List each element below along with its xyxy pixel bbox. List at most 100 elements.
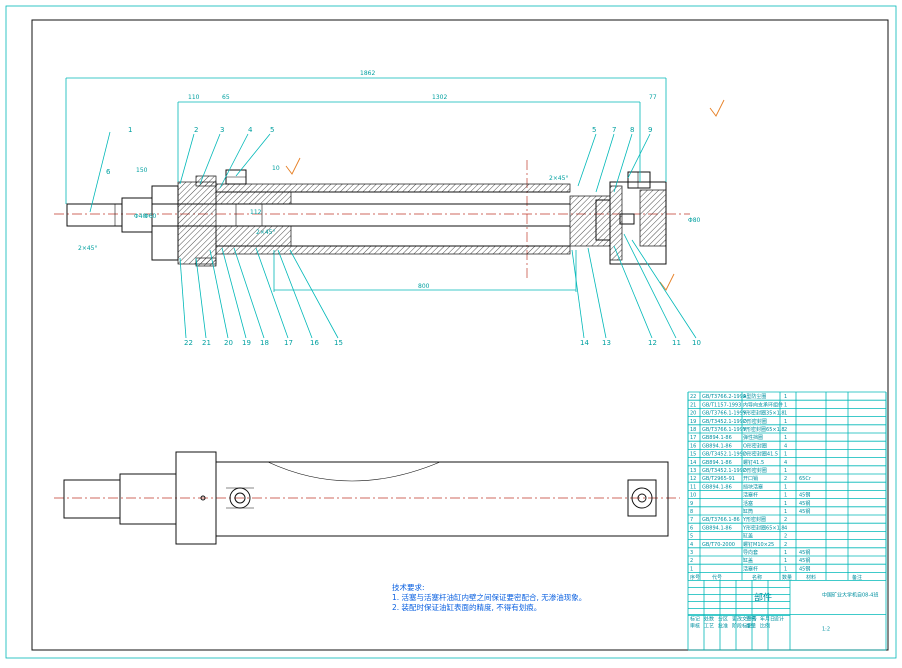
bom-row-no: 4: [690, 542, 693, 548]
bom-row-no: 18: [690, 427, 696, 433]
bom-row-code: GB/T3766.2-1999: [702, 394, 746, 400]
bom-row-name: 开口销: [743, 475, 758, 482]
bom-row-qty: 1: [784, 484, 787, 490]
bom-row-no: 21: [690, 402, 696, 408]
bom-row-code: GB894.1-86: [702, 460, 732, 466]
barrel-top-view: [215, 461, 669, 537]
chamfer-mid: 2×45°: [256, 229, 275, 236]
dim-overall: 1862: [360, 70, 375, 77]
outer-frame: [5, 5, 897, 659]
bom-row-qty: 1: [784, 452, 787, 458]
balloons-bottom: 22 21 20 19 18 17 16 15 14 13 12 11 10: [179, 233, 701, 347]
bom-row-no: 5: [690, 534, 693, 540]
bom-row-qty: 1: [784, 435, 787, 441]
balloon-16: 16: [310, 339, 319, 347]
bom-row-name: 缸盖: [743, 557, 753, 564]
bom-row-qty: 2: [784, 534, 787, 540]
title-block-cell: 阶段标记: [732, 622, 752, 629]
bom-row-name: 活塞: [743, 500, 753, 507]
bom-row-name: 内导向支承环组件: [743, 401, 783, 408]
bom-row-qty: 4: [784, 460, 787, 466]
dim-piston-length: 112: [250, 209, 262, 216]
bom-row-qty: 2: [784, 542, 787, 548]
bom-row-name: 螺钉M10×25: [743, 541, 774, 548]
balloon-11: 11: [672, 339, 681, 347]
bom-row-name: 活塞杆: [743, 492, 758, 499]
title-block-cell: 签名: [746, 615, 756, 622]
notes-title: 技术要求:: [392, 582, 425, 592]
bom-row-name: 挡块活塞: [743, 483, 763, 490]
balloon-14: 14: [580, 339, 589, 347]
balloon-10: 10: [692, 339, 701, 347]
bom-row-name: Y形密封圈65×1.8: [742, 426, 785, 433]
barrel-bottom-wall: [215, 245, 571, 255]
bom-row-name: 导向套: [743, 549, 758, 556]
bom-row-qty: 1: [784, 468, 787, 474]
bom-row-no: 20: [690, 411, 696, 417]
roughness-value: 10: [272, 165, 280, 172]
bom-row-no: 6: [690, 525, 693, 531]
balloon-15: 15: [334, 339, 343, 347]
bom-row-no: 11: [690, 484, 696, 490]
balloon-19: 19: [242, 339, 251, 347]
title-school: 中国矿业大学机自08-4班: [822, 591, 878, 598]
dim-side-b: Φ60: [144, 213, 157, 220]
inner-frame: [31, 19, 889, 651]
bom-row-material: 65Cr: [799, 476, 812, 482]
balloon-20: 20: [224, 339, 233, 347]
bom-row-no: 1: [690, 566, 693, 572]
notes-line-1: 1. 活塞与活塞杆油缸内壁之间保证要密配合, 无渗油现象。: [392, 592, 586, 602]
balloon-2: 2: [194, 126, 198, 134]
bom-header-cell: 名称: [752, 574, 762, 581]
bom-row-name: 螺钉41.5: [743, 459, 764, 466]
bom-row-qty: 2: [784, 427, 787, 433]
bom-row-qty: 1: [784, 419, 787, 425]
bom-row-no: 22: [690, 394, 696, 400]
balloon-4: 4: [248, 126, 253, 134]
balloon-5: 5: [270, 126, 274, 134]
title-block-cell: 年月日: [760, 615, 775, 622]
bom-row-qty: 1: [784, 558, 787, 564]
bom-header-cell: 数量: [782, 574, 792, 581]
bom-row-code: GB/T3452.1-1992: [702, 468, 746, 474]
bom-row-qty: 2: [784, 517, 787, 523]
bom-row-no: 3: [690, 550, 693, 556]
bom-row-name: 缸筒: [743, 508, 753, 515]
balloon-18: 18: [260, 339, 269, 347]
bom-row-code: GB894.1-86: [702, 484, 732, 490]
bom-row-name: Y形密封圈65×1.8: [742, 524, 785, 531]
port-right: [631, 487, 653, 509]
technical-notes: 技术要求: 1. 活塞与活塞杆油缸内壁之间保证要密配合, 无渗油现象。 2. 装…: [392, 582, 586, 612]
bom-row-no: 12: [690, 476, 696, 482]
bom-header-cell: 代号: [712, 574, 722, 581]
balloon-17: 17: [284, 339, 293, 347]
dim-side-a: Φ40: [134, 213, 147, 220]
dim-65: 65: [222, 94, 230, 101]
title-block-cell: 设计: [774, 615, 784, 622]
bom-row-qty: 1: [784, 402, 787, 408]
port-right-block: [627, 479, 657, 517]
section-view: 1862 1302 110 65 77 150 112 Φ80 Φ40 Φ60 …: [54, 70, 725, 347]
bom-row-code: GB/T3766.1-1999: [702, 411, 746, 417]
bom-row-material: 45钢: [799, 508, 810, 515]
bom-row-code: GB/T3766.1-86: [702, 517, 740, 523]
bom-row-name: A型防尘圈: [743, 393, 766, 400]
bom-row-qty: 1: [784, 394, 787, 400]
rod-end: [66, 203, 123, 227]
bom-row-code: GB/T3452.1-1992: [702, 419, 746, 425]
title-block-cell: 更改文件号: [732, 615, 757, 622]
bom-row-qty: 1: [784, 550, 787, 556]
bom-row-name: Y形密封圈: [742, 516, 766, 523]
bom-header-cell: 序号: [690, 574, 700, 581]
bom-row-material: 45钢: [799, 500, 810, 507]
title-scale: 1:2: [822, 626, 830, 632]
bom-row-qty: 1: [784, 493, 787, 499]
balloon-9: 9: [648, 126, 652, 134]
roughness-symbol: [285, 157, 301, 175]
barrel-arc: [267, 461, 441, 482]
bom-row-no: 13: [690, 468, 696, 474]
rod-end-top: [63, 479, 121, 519]
